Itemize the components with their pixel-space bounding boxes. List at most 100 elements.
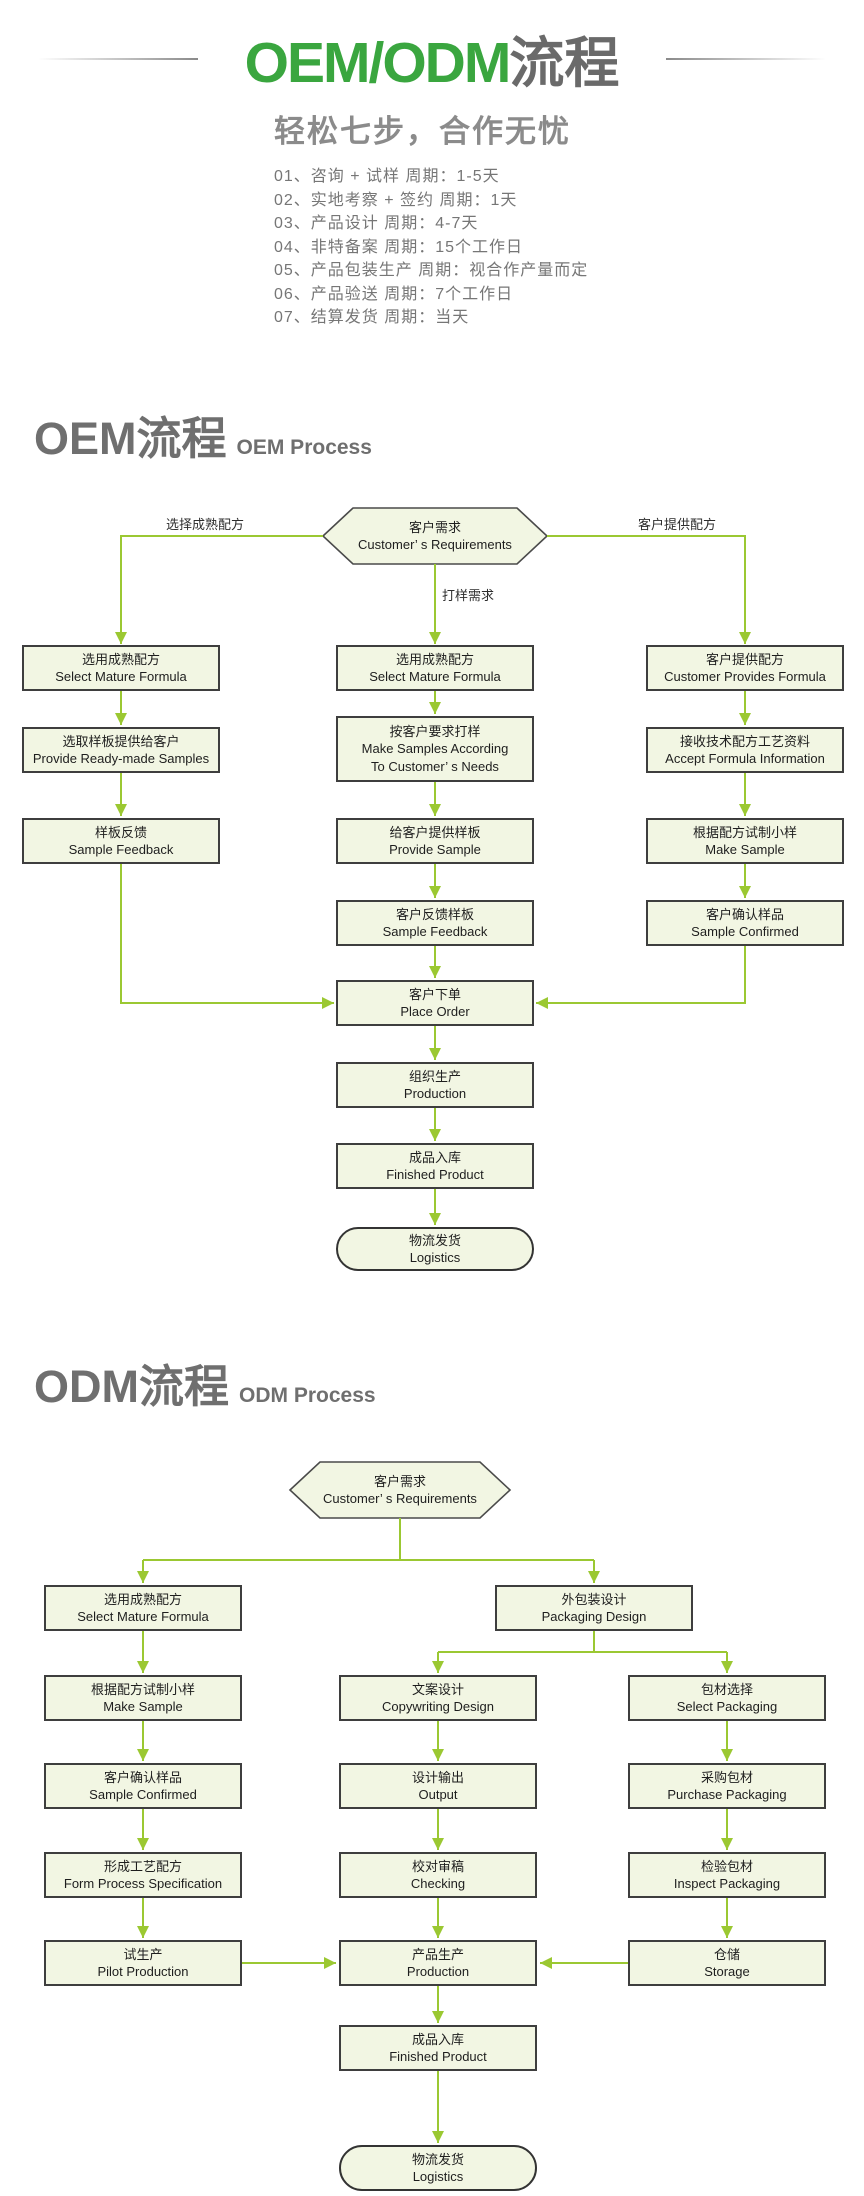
node-label-zh: 根据配方试制小样 xyxy=(692,824,797,840)
odm-node-make-sample: 根据配方试制小样 Make Sample xyxy=(44,1675,242,1721)
node-label-zh: 产品生产 xyxy=(411,1946,464,1962)
node-label-zh: 形成工艺配方 xyxy=(103,1858,182,1874)
process-step: 03、产品设计 周期：4-7天 xyxy=(274,215,479,232)
oem-node-accept-formula-information: 接收技术配方工艺资料 Accept Formula Information xyxy=(646,727,844,773)
odm-node-sample-confirmed: 客户确认样品 Sample Confirmed xyxy=(44,1763,242,1809)
node-label-zh: 采购包材 xyxy=(700,1769,753,1785)
node-label-en: Select Packaging xyxy=(676,1699,778,1714)
oem-section-heading: OEM流程 OEM Process xyxy=(34,402,372,467)
title-divider-left xyxy=(38,58,198,60)
page-title: OEM/ODM流程 xyxy=(0,18,864,98)
oem-node-production: 组织生产 Production xyxy=(336,1062,534,1108)
node-label-en: Select Mature Formula xyxy=(369,669,501,684)
node-label-en: Logistics xyxy=(409,1250,461,1265)
odm-node-copywriting-design: 文案设计 Copywriting Design xyxy=(339,1675,537,1721)
page-title-rest: 流程 xyxy=(509,32,620,94)
node-label-zh: 按客户要求打样 xyxy=(389,724,481,740)
odm-section-heading: ODM流程 ODM Process xyxy=(34,1350,376,1415)
node-label-zh: 客户确认样品 xyxy=(103,1769,182,1785)
node-label-en: Accept Formula Information xyxy=(665,751,825,766)
node-label-en: Copywriting Design xyxy=(382,1699,494,1714)
node-label-zh: 文案设计 xyxy=(411,1681,464,1697)
node-label-en: Form Process Specification xyxy=(63,1876,223,1891)
oem-heading-en: OEM Process xyxy=(236,436,372,459)
oem-node-make-samples-according: 按客户要求打样 Make Samples According To Custom… xyxy=(336,716,534,782)
node-label-en: Finished Product xyxy=(386,1167,484,1182)
node-label-zh: 试生产 xyxy=(123,1946,163,1962)
odm-node-form-process-specification: 形成工艺配方 Form Process Specification xyxy=(44,1852,242,1898)
page-title-accent: OEM/ODM xyxy=(244,31,512,95)
node-label-zh: 给客户提供样板 xyxy=(389,824,481,840)
node-label-zh: 客户需求 xyxy=(373,1473,426,1489)
node-label-zh: 包材选择 xyxy=(700,1681,753,1697)
oem-node-logistics: 物流发货 Logistics xyxy=(336,1227,534,1271)
node-label-en: Checking xyxy=(410,1876,466,1891)
oem-node-sample-confirmed: 客户确认样品 Sample Confirmed xyxy=(646,900,844,946)
node-label-en: Provide Ready-made Samples xyxy=(32,751,210,766)
oem-node-place-order: 客户下单 Place Order xyxy=(336,980,534,1026)
node-label-zh: 客户确认样品 xyxy=(705,906,784,922)
odm-node-logistics: 物流发货 Logistics xyxy=(339,2145,537,2191)
node-label-en: Finished Product xyxy=(389,2049,487,2064)
process-step: 01、咨询 + 试样 周期：1-5天 xyxy=(274,168,500,185)
node-label-en: Production xyxy=(406,1964,470,1979)
node-label-zh: 选取样板提供给客户 xyxy=(62,733,180,749)
node-label-zh: 选用成熟配方 xyxy=(81,651,160,667)
node-label-zh: 组织生产 xyxy=(408,1068,461,1084)
oem-node-make-sample-right: 根据配方试制小样 Make Sample xyxy=(646,818,844,864)
node-label-zh: 根据配方试制小样 xyxy=(90,1681,195,1697)
node-label-en: Make Samples According xyxy=(361,741,509,757)
node-label-en: Logistics xyxy=(412,2169,464,2184)
node-label-zh: 物流发货 xyxy=(411,2151,464,2167)
node-label-zh: 成品入库 xyxy=(408,1149,461,1165)
node-label-en: Production xyxy=(403,1086,467,1101)
node-label-zh: 物流发货 xyxy=(408,1232,461,1248)
oem-node-provide-sample: 给客户提供样板 Provide Sample xyxy=(336,818,534,864)
node-label-en: Purchase Packaging xyxy=(667,1787,787,1802)
oem-edge-label-center: 打样需求 xyxy=(442,588,495,603)
node-label-en: Provide Sample xyxy=(389,842,481,857)
node-label-en: Inspect Packaging xyxy=(673,1876,781,1891)
odm-node-finished-product: 成品入库 Finished Product xyxy=(339,2025,537,2071)
node-label-en: Sample Feedback xyxy=(68,842,174,857)
odm-heading-zh: ODM流程 xyxy=(34,1361,229,1412)
oem-node-sample-feedback-center: 客户反馈样板 Sample Feedback xyxy=(336,900,534,946)
node-label-en: Make Sample xyxy=(103,1699,183,1714)
oem-node-sample-feedback-left: 样板反馈 Sample Feedback xyxy=(22,818,220,864)
process-step: 02、实地考察 + 签约 周期：1天 xyxy=(274,191,518,209)
node-label-zh: 选用成熟配方 xyxy=(395,651,474,667)
node-label-en: Customer’ s Requirements xyxy=(358,537,512,552)
odm-start-hexagon xyxy=(288,1461,512,1519)
odm-node-packaging-design: 外包装设计 Packaging Design xyxy=(495,1585,693,1631)
node-label-zh: 外包装设计 xyxy=(561,1591,627,1607)
odm-node-checking: 校对审稿 Checking xyxy=(339,1852,537,1898)
odm-node-design-output: 设计输出 Output xyxy=(339,1763,537,1809)
odm-heading-en: ODM Process xyxy=(239,1384,376,1407)
node-label-zh: 选用成熟配方 xyxy=(103,1591,182,1607)
node-label-zh: 样板反馈 xyxy=(94,824,147,840)
node-label-en: Sample Confirmed xyxy=(691,924,799,939)
process-step: 05、产品包装生产 周期：视合作产量而定 xyxy=(274,262,589,279)
oem-node-customer-requirements: 客户需求 Customer’ s Requirements xyxy=(325,509,545,563)
node-label-en2: To Customer’ s Needs xyxy=(371,758,499,774)
oem-node-select-mature-left: 选用成熟配方 Select Mature Formula xyxy=(22,645,220,691)
node-label-zh: 接收技术配方工艺资料 xyxy=(679,733,810,749)
oem-node-customer-provides-formula: 客户提供配方 Customer Provides Formula xyxy=(646,645,844,691)
process-steps-list: 01、咨询 + 试样 周期：1-5天 02、实地考察 + 签约 周期：1天 03… xyxy=(274,165,588,330)
node-label-en: Packaging Design xyxy=(541,1609,647,1624)
title-divider-right xyxy=(666,58,826,60)
node-label-en: Sample Feedback xyxy=(382,924,488,939)
page-subtitle: 轻松七步，合作无忧 xyxy=(274,114,571,149)
node-label-zh: 仓储 xyxy=(713,1946,740,1962)
oem-heading-zh: OEM流程 xyxy=(34,413,227,464)
node-label-en: Output xyxy=(418,1787,458,1802)
odm-node-purchase-packaging: 采购包材 Purchase Packaging xyxy=(628,1763,826,1809)
node-label-zh: 客户提供配方 xyxy=(705,651,784,667)
node-label-en: Make Sample xyxy=(705,842,785,857)
process-step: 07、结算发货 周期：当天 xyxy=(274,309,470,326)
node-label-zh: 检验包材 xyxy=(700,1858,753,1874)
node-label-en: Customer’ s Requirements xyxy=(323,1491,477,1506)
oem-node-finished-product: 成品入库 Finished Product xyxy=(336,1143,534,1189)
node-label-zh: 客户反馈样板 xyxy=(395,906,474,922)
odm-node-customer-requirements: 客户需求 Customer’ s Requirements xyxy=(292,1463,508,1517)
